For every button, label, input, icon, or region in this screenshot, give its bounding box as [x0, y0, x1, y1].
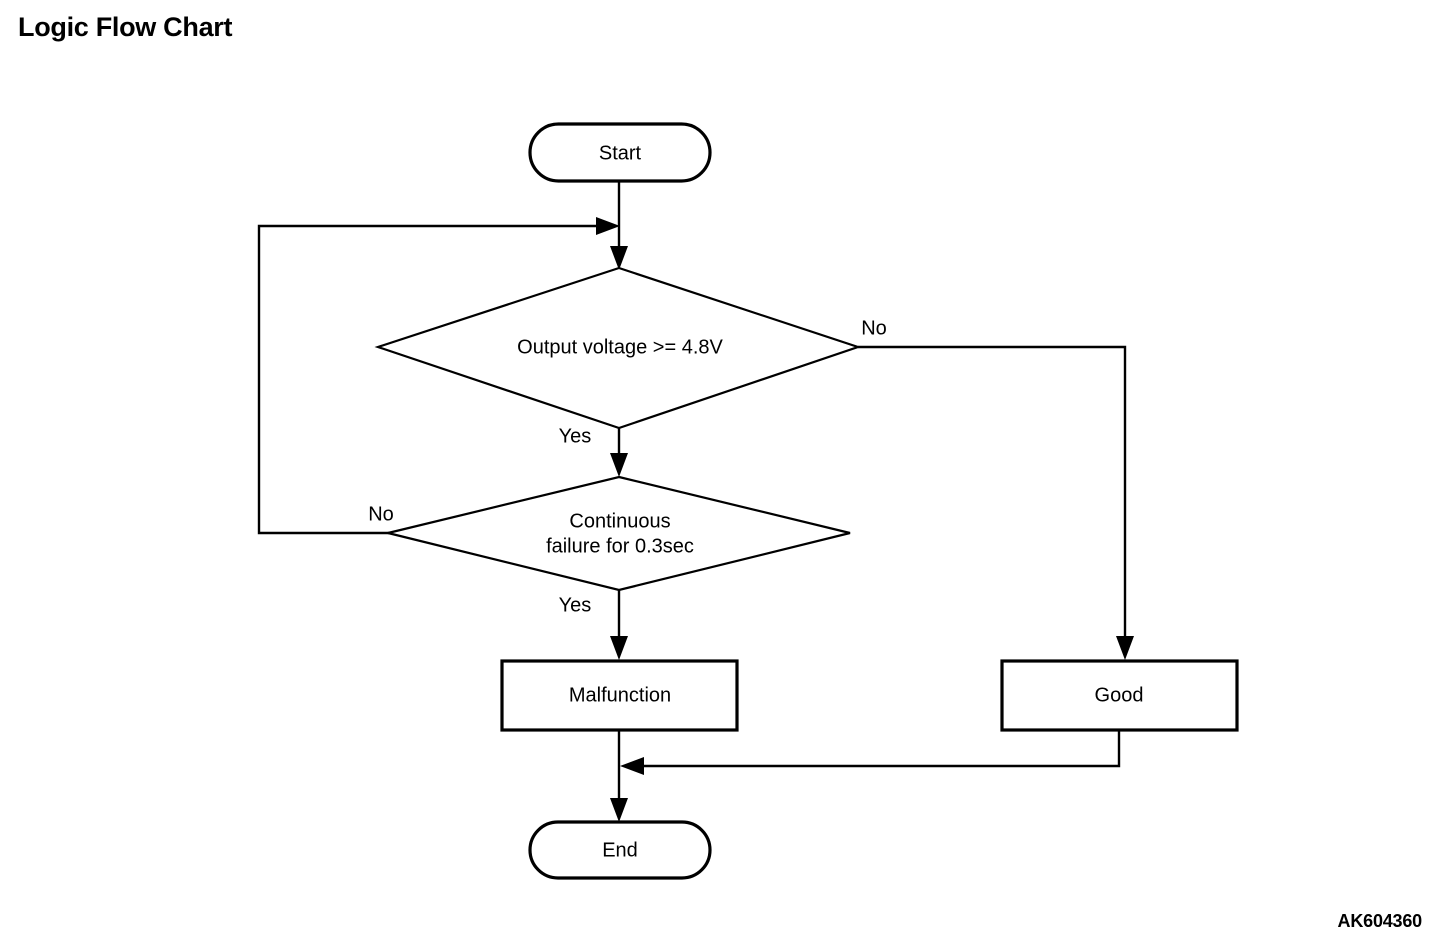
edge-start-to-decision1	[610, 181, 628, 270]
node-start-label: Start	[599, 142, 642, 164]
edge-label-decision1-no: No	[861, 317, 887, 339]
edge-decision1-yes	[610, 428, 628, 477]
page-title: Logic Flow Chart	[18, 12, 233, 42]
edge-good-to-end	[620, 730, 1121, 775]
node-good[interactable]: Good	[1000, 659, 1239, 732]
edge-label-decision2-no: No	[368, 503, 394, 525]
node-decision-output-voltage[interactable]: Output voltage >= 4.8V	[374, 266, 862, 430]
node-malfunction-label: Malfunction	[569, 684, 671, 706]
node-decision-continuous-failure[interactable]: Continuous failure for 0.3sec	[387, 475, 851, 592]
node-decision-continuous-failure-line2: failure for 0.3sec	[546, 535, 694, 557]
node-start[interactable]: Start	[528, 122, 712, 183]
edge-decision1-no	[858, 345, 1134, 660]
edge-decision2-yes	[610, 590, 628, 660]
node-decision-output-voltage-label: Output voltage >= 4.8V	[517, 336, 723, 358]
node-malfunction[interactable]: Malfunction	[500, 659, 739, 732]
edge-label-decision2-yes: Yes	[559, 594, 592, 616]
figure-code: AK604360	[1337, 911, 1423, 931]
edge-decision2-no-feedback	[257, 217, 620, 535]
node-decision-continuous-failure-line1: Continuous	[569, 510, 670, 532]
edge-malfunction-to-end	[610, 730, 628, 822]
node-end-label: End	[602, 839, 638, 861]
node-good-label: Good	[1095, 684, 1144, 706]
edge-label-decision1-yes: Yes	[559, 425, 592, 447]
node-end[interactable]: End	[528, 820, 712, 880]
